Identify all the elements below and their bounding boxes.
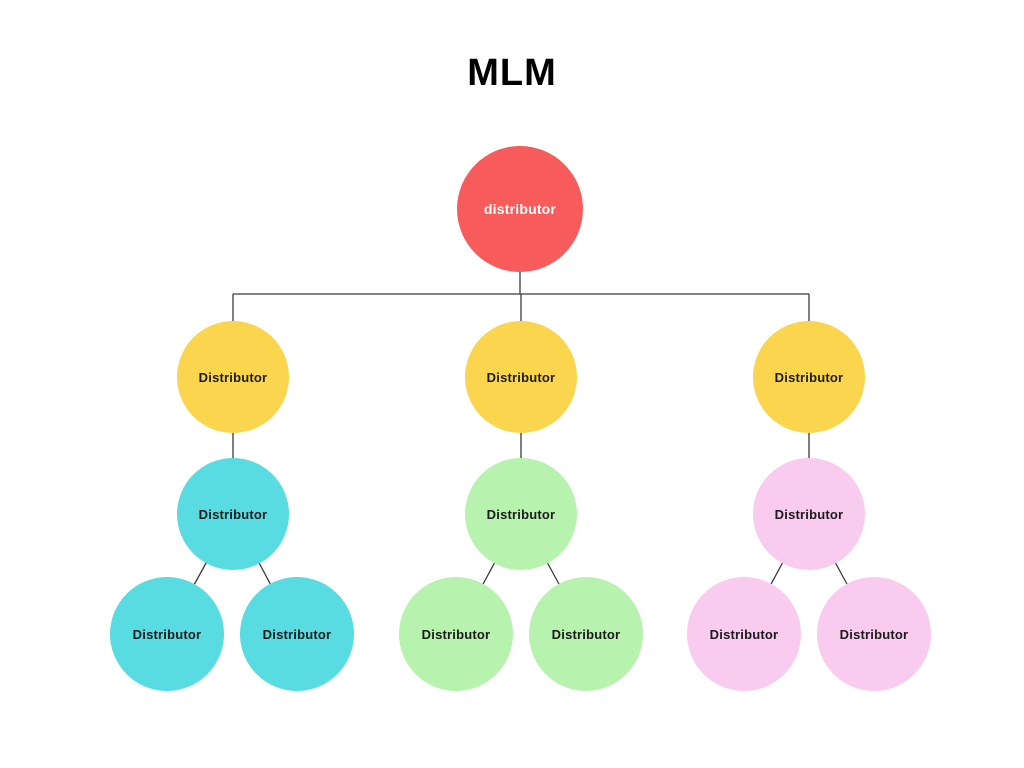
node-distributor-l2-right: Distributor <box>753 321 865 433</box>
node-distributor-l4-left-2: Distributor <box>240 577 354 691</box>
node-label: Distributor <box>198 506 268 522</box>
node-distributor-l4-right-2: Distributor <box>817 577 931 691</box>
node-distributor-l4-middle-2: Distributor <box>529 577 643 691</box>
node-distributor-l3-right: Distributor <box>753 458 865 570</box>
node-label: Distributor <box>551 626 621 642</box>
node-label: Distributor <box>486 506 556 522</box>
node-label: distributor <box>483 201 557 217</box>
node-distributor-l4-middle-1: Distributor <box>399 577 513 691</box>
node-label: Distributor <box>709 626 779 642</box>
node-label: Distributor <box>486 369 556 385</box>
node-distributor-l3-middle: Distributor <box>465 458 577 570</box>
node-label: Distributor <box>774 369 844 385</box>
node-distributor-l4-left-1: Distributor <box>110 577 224 691</box>
node-label: Distributor <box>839 626 909 642</box>
node-distributor-l2-left: Distributor <box>177 321 289 433</box>
node-distributor-l4-right-1: Distributor <box>687 577 801 691</box>
node-label: Distributor <box>262 626 332 642</box>
node-distributor-root: distributor <box>457 146 583 272</box>
node-label: Distributor <box>774 506 844 522</box>
node-label: Distributor <box>132 626 202 642</box>
diagram-title: MLM <box>467 52 557 94</box>
node-distributor-l3-left: Distributor <box>177 458 289 570</box>
node-label: Distributor <box>421 626 491 642</box>
node-label: Distributor <box>198 369 268 385</box>
node-distributor-l2-middle: Distributor <box>465 321 577 433</box>
